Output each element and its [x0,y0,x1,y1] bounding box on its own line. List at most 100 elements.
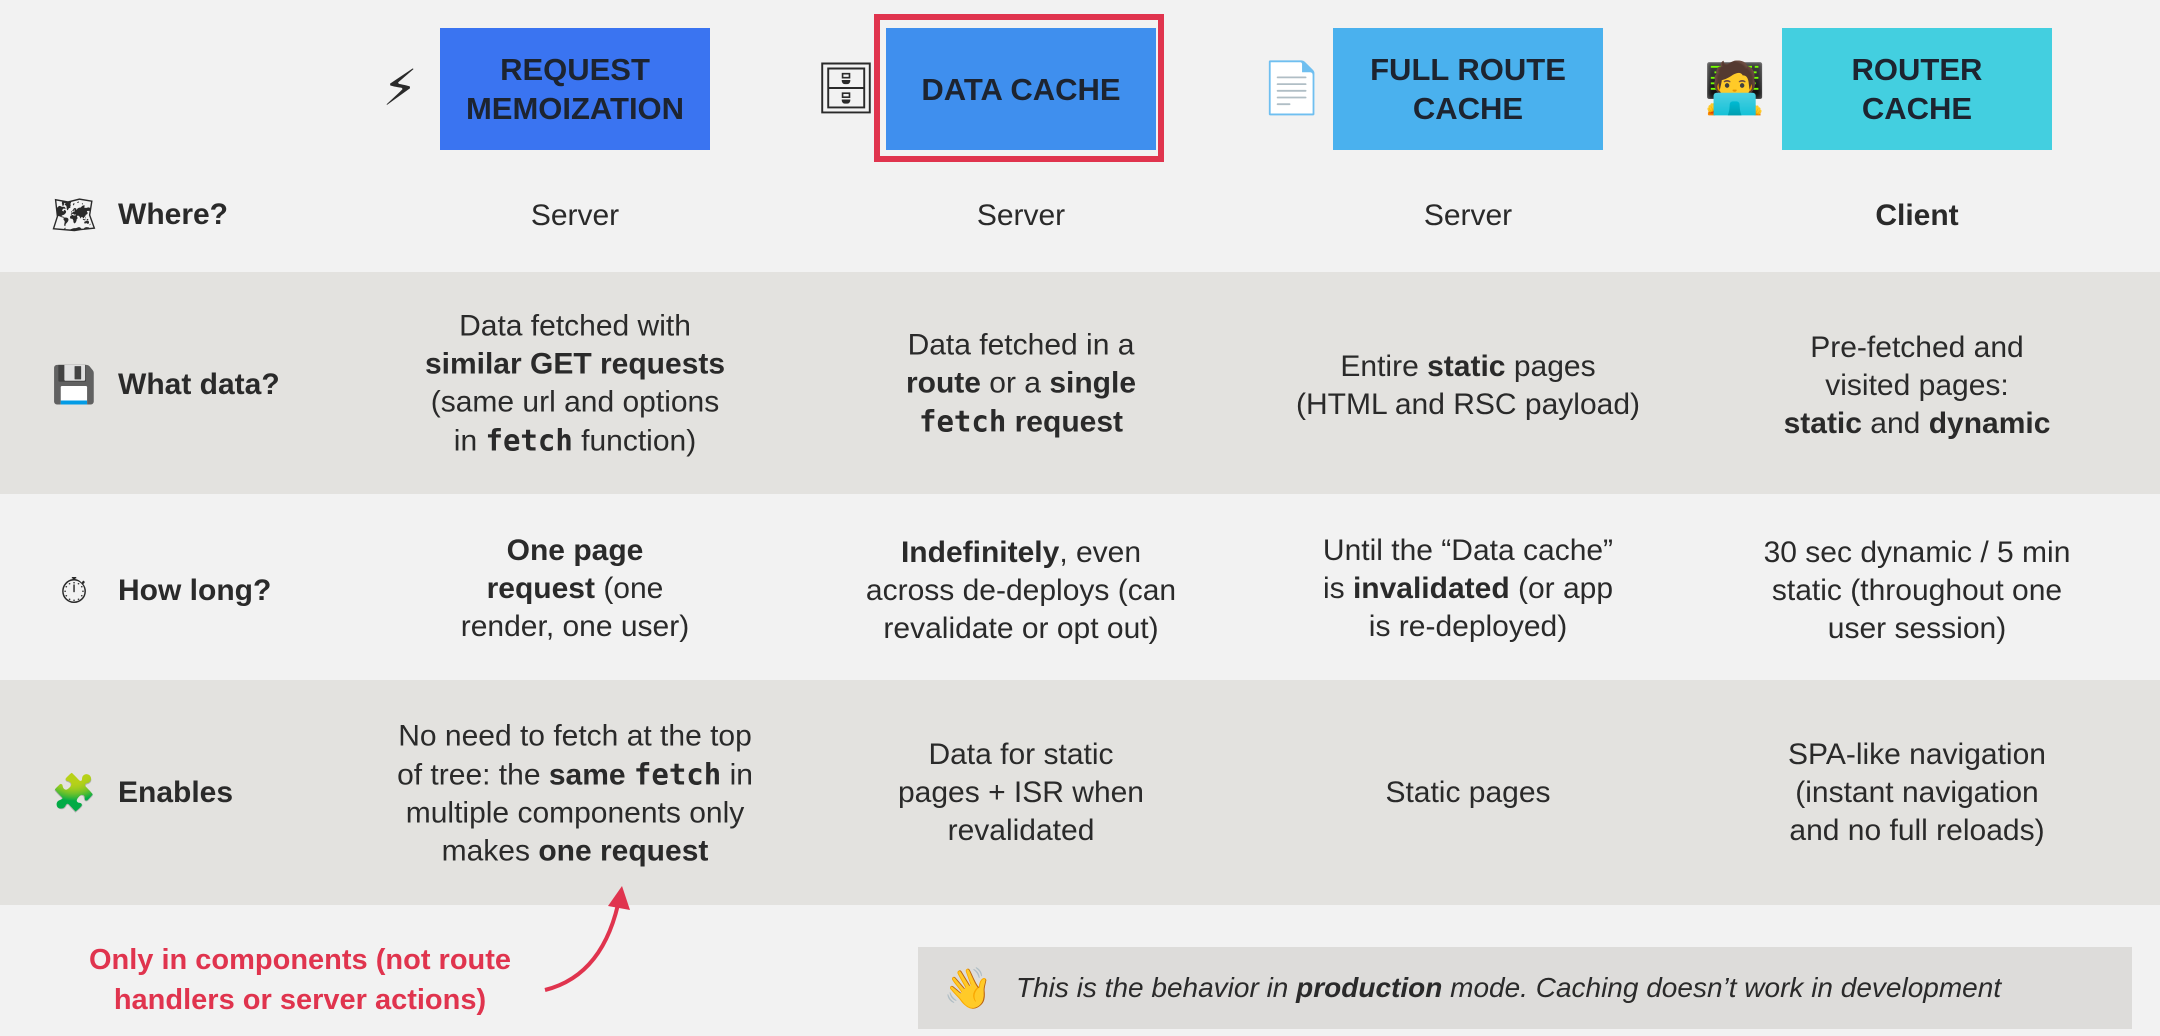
cell-how-long-router-cache: 30 sec dynamic / 5 min static (throughout… [1697,534,2137,648]
bold-text: dynamic [1928,407,2051,440]
cell-where-request-memoization: Server [355,197,795,235]
cell-how-long-data-cache: Indefinitely, even across de-deploys (can… [801,534,1241,648]
bold-text: request [486,572,595,605]
stopwatch-icon: ⏱ [59,569,89,611]
bold-text: one request [538,834,709,868]
cell-text: function) [572,424,697,458]
cell-text: pages [1505,350,1596,383]
cell-text: (HTML and RSC payload) [1295,388,1641,421]
page-icon: 📄 [1260,59,1324,116]
cell-enables-data-cache: Data for static pages + ISR when revalidat… [801,736,1241,850]
row-label-text: How long? [118,574,272,607]
cell-where-router-cache: Client [1697,197,2137,235]
cell-text: , even [1059,536,1142,569]
floppy-disk-icon: 💾 [51,364,97,405]
cell-text: mode. Caching doesn’t work in developmen… [1442,972,2002,1003]
cell-text: Server [530,199,620,232]
cell-text: (one [594,572,664,605]
cell-text: Server [976,199,1066,232]
cell-text: Data fetched in a [907,328,1135,362]
cell-where-data-cache: Server [801,197,1241,235]
cell-text: Pre-fetched and [1810,331,2024,364]
cell-enables-full-route-cache: Static pages [1248,774,1688,812]
annotation-arrow [544,886,630,992]
cell-enables-router-cache: SPA-like navigation (instant navigation an… [1697,736,2137,850]
code-text: fetch [918,404,1007,439]
puzzle-piece-icon: 🧩 [51,772,97,813]
cell-how-long-full-route-cache: Until the “Data cache” is invalidated (or… [1248,532,1688,646]
header-data-cache: DATA CACHE [886,28,1156,150]
cell-text: or a [980,366,1050,400]
bold-text: One page [506,534,644,567]
cell-text: revalidated [947,814,1095,847]
bold-text: route [905,366,981,400]
bold-text: production [1296,972,1443,1003]
cell-text [626,759,634,792]
row-label-enables: 🧩 Enables [40,768,233,818]
bold-text: request [1006,405,1124,439]
cell-text: No need to fetch at the top [398,719,752,753]
cell-text: makes [441,834,539,868]
row-label-how-long: ⏱ How long? [40,566,271,616]
cell-text: is [1322,572,1353,605]
waving-hand-icon: 👋 [943,966,993,1011]
cell-text: of tree: the [397,758,549,792]
cell-text: Data fetched with [459,309,691,343]
bold-text: same [548,758,626,792]
production-mode-banner: 👋 This is the behavior in production mod… [918,947,2132,1029]
header-request-memoization: REQUEST MEMOIZATION [440,28,710,150]
cell-text: multiple components only [405,796,745,830]
cell-how-long-request-memoization: One page request (one render, one user) [355,532,795,646]
production-mode-text: This is the behavior in production mode.… [1016,972,2001,1004]
header-full-route-cache: FULL ROUTE CACHE [1333,28,1603,150]
cell-where-full-route-cache: Server [1248,197,1688,235]
bold-text: Indefinitely [900,536,1060,569]
cell-text: Until the “Data cache” [1322,534,1614,567]
row-label-text: Where? [118,198,229,231]
row-label-text: What data? [118,368,280,401]
cell-text: Data for static [928,738,1114,771]
cell-text: 30 sec dynamic / 5 min [1763,536,2071,569]
file-cabinet-icon: 🗄 [814,59,878,116]
bold-text: similar GET requests [424,347,726,381]
cell-text: in [453,424,486,458]
cell-text: (same url and options [430,385,720,419]
row-band-enables [0,680,2160,905]
row-label-text: Enables [118,776,234,809]
code-text: fetch [485,423,573,458]
cell-text: Entire [1340,350,1428,383]
cell-text: Static pages [1385,776,1551,809]
cell-text: in [721,758,753,792]
row-label-what-data: 💾 What data? [40,360,280,410]
bold-text: static [1783,407,1862,440]
code-text: fetch [633,757,722,792]
cell-text: pages + ISR when [898,776,1144,809]
cell-text: across de-deploys (can [865,574,1177,607]
lightning-icon: ⚡ [382,60,418,116]
row-band-what-data [0,272,2160,494]
cell-text: and [1861,407,1929,440]
cell-text: render, one user) [460,610,690,643]
cell-what-data-full-route-cache: Entire static pages(HTML and RSC payload… [1248,348,1688,424]
components-only-note: Only in components (not route handlers o… [88,944,512,1016]
cell-text: static (throughout one [1771,574,2063,607]
cell-text: (instant navigation [1795,776,2039,809]
cell-text: is re-deployed) [1368,610,1568,643]
bold-text: Client [1875,199,1959,232]
bold-text: invalidated [1352,572,1510,605]
cell-text: (or app [1509,572,1614,605]
header-router-cache: ROUTER CACHE [1782,28,2052,150]
map-icon: 🗺 [51,194,97,235]
cell-text: Server [1423,199,1513,232]
data-cache-highlight-frame [874,14,1164,162]
bold-text: single [1049,366,1137,400]
cell-what-data-request-memoization: Data fetched with similar GET requests (sa… [355,308,795,461]
cell-text: user session) [1827,612,2007,645]
cell-text: SPA-like navigation [1788,738,2046,771]
cell-text: and no full reloads) [1789,814,2045,847]
row-label-where: 🗺 Where? [40,190,228,240]
cell-text: This is the behavior in [1016,972,1297,1003]
